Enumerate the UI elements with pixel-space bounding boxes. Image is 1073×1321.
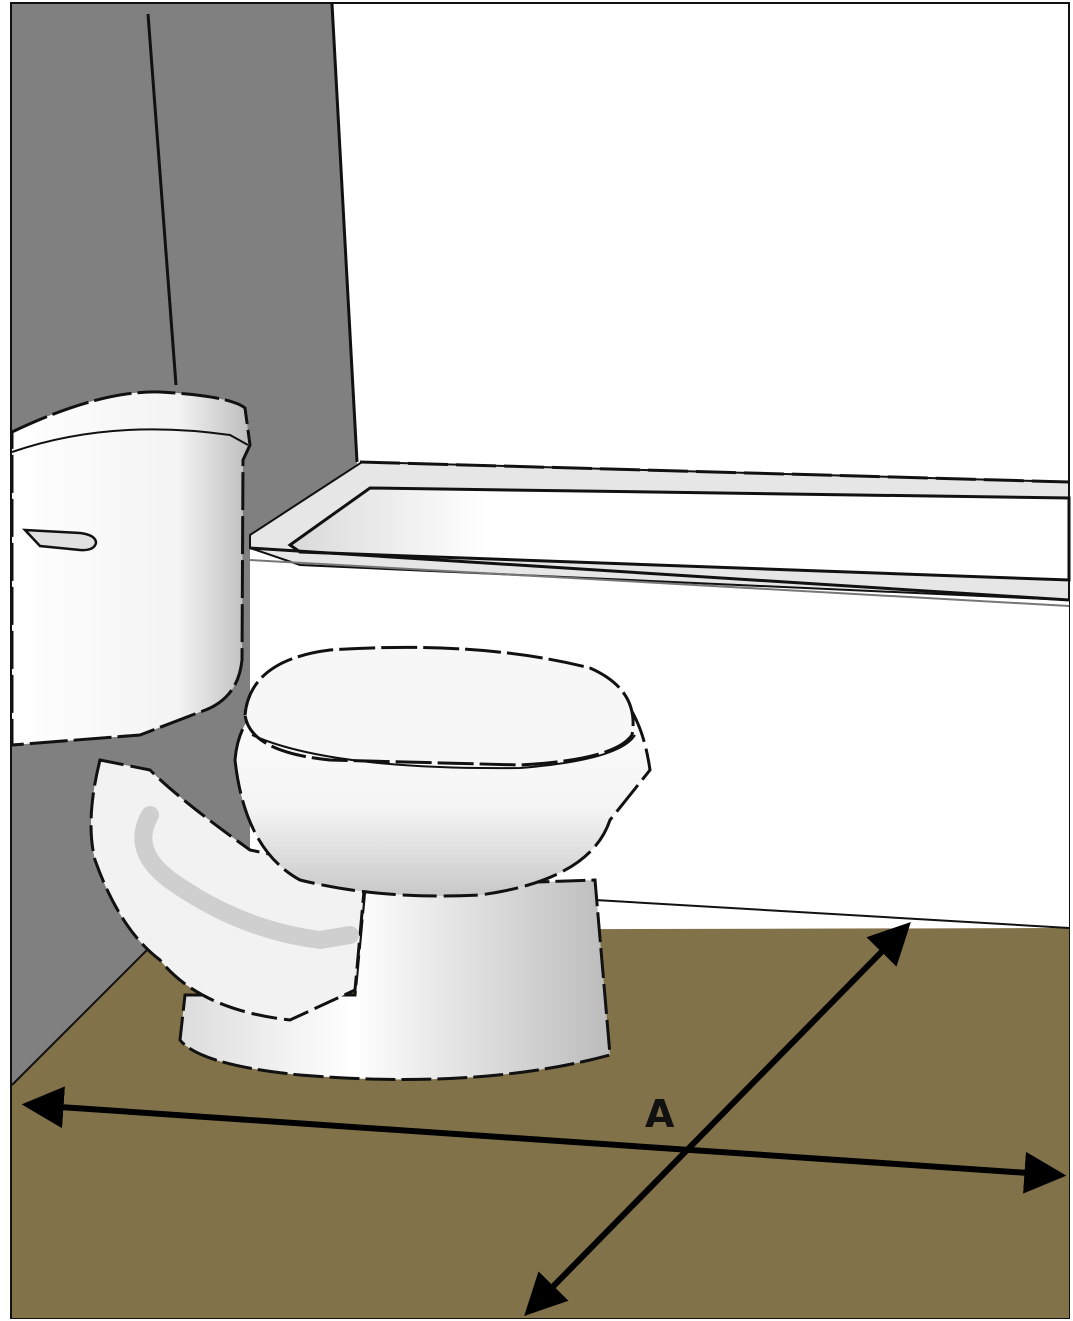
measurement-label: A (645, 1095, 674, 1133)
toilet-seat-lid (245, 647, 633, 765)
toilet-tank (12, 392, 250, 745)
